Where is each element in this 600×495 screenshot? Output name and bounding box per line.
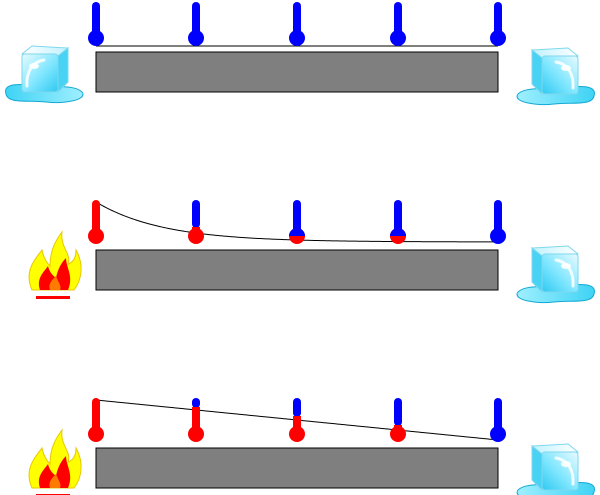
thermometer-bulb (390, 426, 406, 442)
thermometer-cold-column (394, 2, 402, 39)
flame-icon (28, 428, 82, 495)
thermometer (390, 200, 406, 244)
thermometer (390, 398, 406, 442)
thermometer (390, 2, 406, 46)
metal-bar (95, 447, 499, 489)
panel-uniform-cold (5, 2, 595, 105)
thermometer (88, 200, 104, 244)
metal-bar (95, 51, 499, 93)
thermometer (188, 200, 204, 244)
thermometer (188, 398, 204, 442)
thermometer-bulb (88, 426, 104, 442)
thermometer-bulb (289, 426, 305, 442)
thermometer-bulb-cold-half (289, 228, 305, 236)
thermometer-bulb (188, 228, 204, 244)
thermometer-cold-column (192, 200, 200, 228)
thermometer-bulb-cold-half (390, 228, 406, 236)
ice-cube (530, 47, 580, 96)
thermometer-hot-column (192, 407, 200, 434)
thermometer (490, 398, 506, 442)
flame-core (49, 276, 61, 290)
thermometer (289, 2, 305, 46)
ice-cube-icon (516, 245, 595, 303)
thermometer-cold-column (394, 200, 402, 236)
thermometer-hot-column (92, 200, 100, 236)
thermometer (188, 2, 204, 46)
ice-cube-icon (516, 443, 595, 495)
flame-inner (38, 456, 71, 488)
thermometer (88, 398, 104, 442)
thermometer (490, 2, 506, 46)
thermometer-hot-column (92, 398, 100, 434)
thermometer-cold-column (192, 398, 200, 408)
ice-cube-icon (5, 45, 84, 103)
metal-bar (95, 249, 499, 291)
flame-inner (38, 258, 71, 290)
thermometer-cold-column (293, 2, 301, 39)
thermometer-hot-column (293, 416, 301, 434)
ice-cube (20, 45, 70, 94)
thermometer-bulb (188, 426, 204, 442)
thermometer-bulb (88, 228, 104, 244)
thermometer-bulb (490, 30, 506, 46)
thermometer-cold-column (293, 398, 301, 417)
panel-steady-state (28, 398, 595, 495)
thermometer-cold-column (494, 398, 502, 435)
panel-transient-heating (28, 200, 595, 303)
thermometer (88, 2, 104, 46)
thermometer-bulb (490, 228, 506, 244)
thermometer-bulb (490, 426, 506, 442)
flame-icon (28, 230, 82, 299)
ice-cube (530, 245, 580, 294)
thermometer-cold-column (494, 2, 502, 39)
thermometer-cold-column (494, 200, 502, 237)
thermometer-bulb (289, 30, 305, 46)
thermometer (289, 398, 305, 442)
flame-base-line (36, 296, 70, 299)
thermometer-cold-column (293, 200, 301, 233)
thermometer-bulb (188, 30, 204, 46)
ice-cube (530, 443, 580, 492)
flame-core (49, 474, 61, 488)
thermometer-cold-column (92, 2, 100, 39)
thermometer (490, 200, 506, 244)
thermometer-cold-column (192, 2, 200, 39)
thermometer (289, 200, 305, 244)
thermometer-bulb (88, 30, 104, 46)
thermometer-bulb (390, 30, 406, 46)
thermometer-cold-column (394, 398, 402, 426)
ice-cube-icon (516, 47, 595, 105)
